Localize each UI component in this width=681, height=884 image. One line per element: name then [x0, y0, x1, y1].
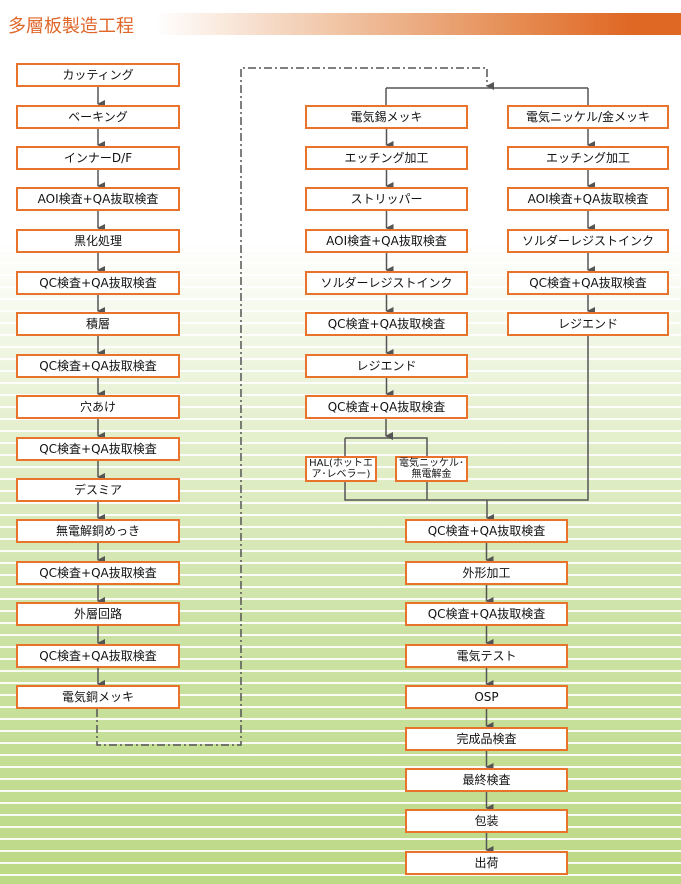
- dashdot-connector: [96, 67, 494, 746]
- left-step-box: カッティング: [16, 63, 180, 87]
- left-step-box: AOI検査+QA抜取検査: [16, 187, 180, 211]
- final-step-box: 出荷: [405, 851, 568, 875]
- branch-line: [345, 437, 428, 456]
- left-step-box: デスミア: [16, 478, 180, 502]
- right-step-box: レジエンド: [507, 312, 669, 336]
- right-step-box: ソルダーレジストインク: [507, 229, 669, 253]
- right-step-box: QC検査+QA抜取検査: [507, 271, 669, 295]
- right-step-box: AOI検査+QA抜取検査: [507, 187, 669, 211]
- right-step-box: 電気ニッケル/金メッキ: [507, 105, 669, 129]
- right-step-box: エッチング加工: [507, 146, 669, 170]
- middle-step-box: エッチング加工: [305, 146, 468, 170]
- final-step-box: 完成品検査: [405, 727, 568, 751]
- page-title: 多層板製造工程: [8, 16, 134, 37]
- left-step-box: 電気銅メッキ: [16, 685, 180, 709]
- left-step-box: インナーD/F: [16, 146, 180, 170]
- title-bar: [155, 13, 681, 35]
- surface-option-box: 電気ニッケル･無電解金: [395, 456, 468, 482]
- final-step-box: 外形加工: [405, 561, 568, 585]
- final-step-box: 最終検査: [405, 768, 568, 792]
- final-step-box: 包装: [405, 809, 568, 833]
- left-step-box: 黒化処理: [16, 229, 180, 253]
- left-step-box: 外層回路: [16, 602, 180, 626]
- left-step-box: 積層: [16, 312, 180, 336]
- left-step-box: 無電解銅めっき: [16, 519, 180, 543]
- middle-step-box: ストリッパー: [305, 187, 468, 211]
- left-step-box: ベーキング: [16, 105, 180, 129]
- middle-step-box: QC検査+QA抜取検査: [305, 312, 468, 336]
- left-step-box: QC検査+QA抜取検査: [16, 271, 180, 295]
- left-step-box: QC検査+QA抜取検査: [16, 644, 180, 668]
- final-step-box: OSP: [405, 685, 568, 709]
- middle-step-box: AOI検査+QA抜取検査: [305, 229, 468, 253]
- merge-line: [344, 336, 589, 501]
- middle-step-box: 電気錫メッキ: [305, 105, 468, 129]
- middle-step-box: ソルダーレジストインク: [305, 271, 468, 295]
- middle-step-box: レジエンド: [305, 354, 468, 378]
- final-step-box: 電気テスト: [405, 644, 568, 668]
- left-step-box: QC検査+QA抜取検査: [16, 561, 180, 585]
- final-step-box: QC検査+QA抜取検査: [405, 602, 568, 626]
- left-step-box: 穴あけ: [16, 395, 180, 419]
- final-step-box: QC検査+QA抜取検査: [405, 519, 568, 543]
- left-step-box: QC検査+QA抜取検査: [16, 437, 180, 461]
- middle-step-box: QC検査+QA抜取検査: [305, 395, 468, 419]
- left-step-box: QC検査+QA抜取検査: [16, 354, 180, 378]
- surface-option-box: HAL(ホットエア･レベラー): [305, 456, 377, 482]
